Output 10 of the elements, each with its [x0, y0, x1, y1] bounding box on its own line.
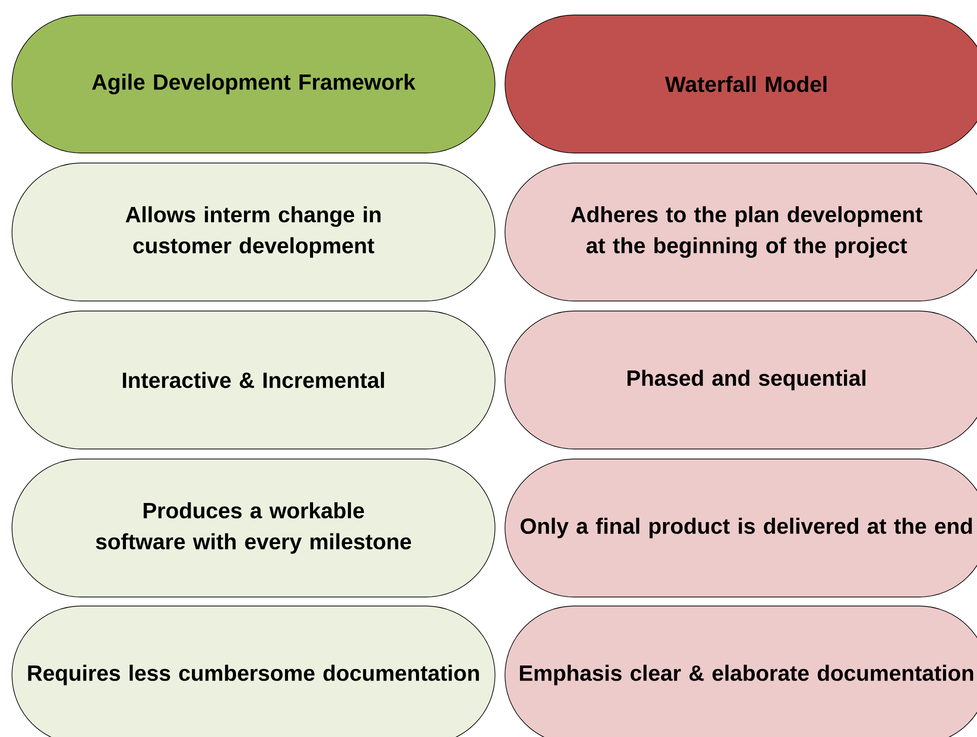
header-pill: Waterfall Model: [504, 14, 977, 154]
pill-box: Only a final product is delivered at the end: [504, 458, 977, 598]
pill-box: Phased and sequential: [504, 310, 977, 450]
header-pill: Agile Development Framework: [12, 14, 496, 154]
pill-box: Interactive & Incremental: [12, 310, 496, 450]
pill-box: Requires less cumbersome documentation: [12, 606, 496, 737]
pill-box: Produces a workable software with every milestone: [12, 458, 496, 598]
pill-box: Emphasis clear & elaborate documentation: [504, 606, 977, 737]
pill-box: Allows interm change in customer development: [12, 162, 496, 302]
pill-box: Adheres to the plan development at the beginning of the project: [504, 162, 977, 302]
